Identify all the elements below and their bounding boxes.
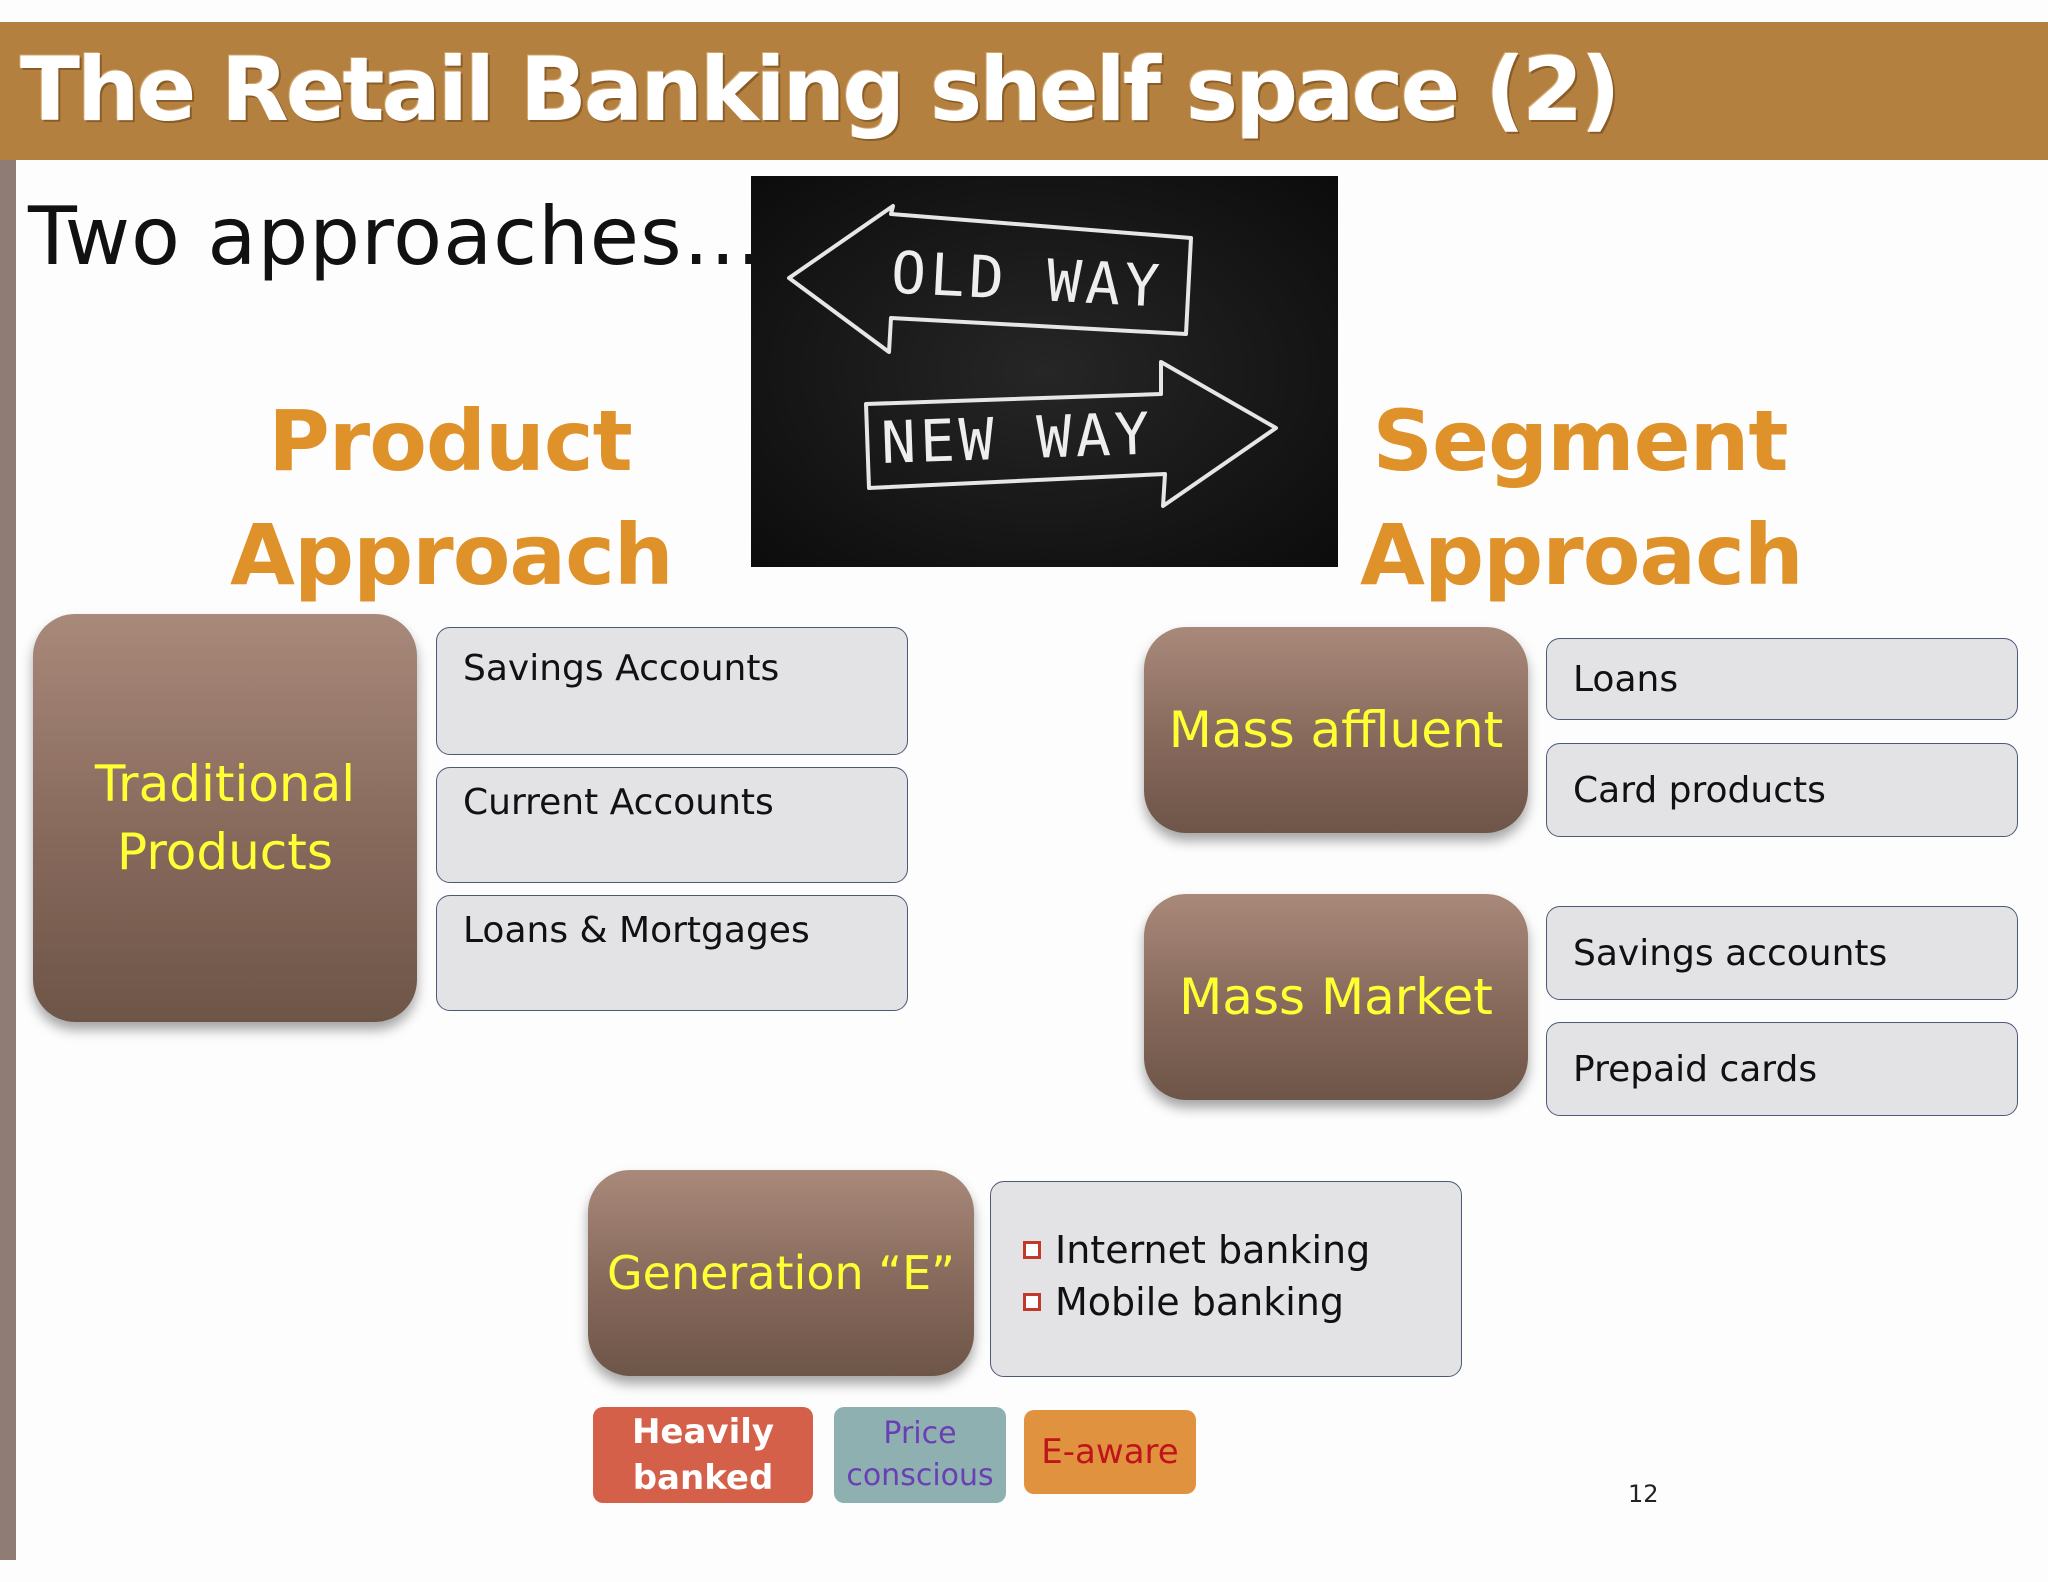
product-item-label: Current Accounts — [463, 782, 774, 823]
page-number: 12 — [1628, 1480, 1659, 1508]
segment-item-label: Prepaid cards — [1573, 1049, 1818, 1090]
segment-label: Mass affluent — [1168, 701, 1504, 759]
product-heading-line2: Approach — [230, 506, 674, 604]
bullet-text: Mobile banking — [1055, 1280, 1344, 1324]
segment-approach-heading: Segment Approach — [1360, 384, 1804, 612]
segment-item-savings-accounts: Savings accounts — [1546, 906, 2018, 1000]
tag-line1: Price — [883, 1416, 957, 1451]
tag-heavily-banked: Heavily banked — [593, 1407, 813, 1503]
traditional-label-line2: Products — [117, 823, 333, 881]
traditional-products-box: Traditional Products — [33, 614, 417, 1022]
segment-item-loans: Loans — [1546, 638, 2018, 720]
title-bar — [0, 22, 2048, 160]
generation-e-channels: Internet banking Mobile banking — [990, 1181, 1462, 1377]
segment-generation-e-box: Generation “E” — [588, 1170, 974, 1376]
segment-mass-affluent-box: Mass affluent — [1144, 627, 1528, 833]
new-way-label: NEW WAY — [879, 399, 1155, 478]
tag-e-aware: E-aware — [1024, 1410, 1196, 1494]
tag-line1: E-aware — [1041, 1432, 1179, 1472]
product-item-current: Current Accounts — [436, 767, 908, 883]
tag-line2: conscious — [846, 1458, 994, 1493]
product-item-label: Savings Accounts — [463, 648, 780, 689]
product-item-savings: Savings Accounts — [436, 627, 908, 755]
product-item-loans-mortgages: Loans & Mortgages — [436, 895, 908, 1011]
segment-item-prepaid-cards: Prepaid cards — [1546, 1022, 2018, 1116]
left-accent-stripe — [0, 160, 16, 1560]
slide-title: The Retail Banking shelf space (2) — [20, 38, 1621, 141]
segment-item-label: Loans — [1573, 659, 1679, 700]
old-way-arrow-icon — [787, 204, 1193, 354]
product-approach-heading: Product Approach — [230, 384, 674, 612]
subtitle: Two approaches…. — [28, 190, 791, 283]
new-way-arrow-icon — [864, 360, 1278, 508]
segment-mass-market-box: Mass Market — [1144, 894, 1528, 1100]
segment-item-label: Card products — [1573, 770, 1826, 811]
chalkboard-arrows — [751, 176, 1338, 567]
segment-item-label: Savings accounts — [1573, 933, 1888, 974]
segment-label: Generation “E” — [607, 1246, 955, 1300]
bullet-text: Internet banking — [1055, 1228, 1371, 1272]
square-bullet-icon — [1023, 1293, 1041, 1311]
tag-price-conscious: Price conscious — [834, 1407, 1006, 1503]
segment-heading-line2: Approach — [1360, 506, 1804, 604]
tag-line2: banked — [632, 1458, 774, 1498]
product-heading-line1: Product — [268, 392, 633, 490]
segment-heading-line1: Segment — [1372, 392, 1788, 490]
traditional-label-line1: Traditional — [94, 755, 356, 813]
square-bullet-icon — [1023, 1241, 1041, 1259]
product-item-label: Loans & Mortgages — [463, 910, 810, 951]
segment-item-card-products: Card products — [1546, 743, 2018, 837]
tag-line1: Heavily — [631, 1412, 775, 1452]
segment-label: Mass Market — [1179, 968, 1493, 1026]
bullet-item: Internet banking — [1023, 1224, 1461, 1276]
chalkboard-image: OLD WAY NEW WAY — [751, 176, 1338, 567]
bullet-item: Mobile banking — [1023, 1276, 1461, 1328]
